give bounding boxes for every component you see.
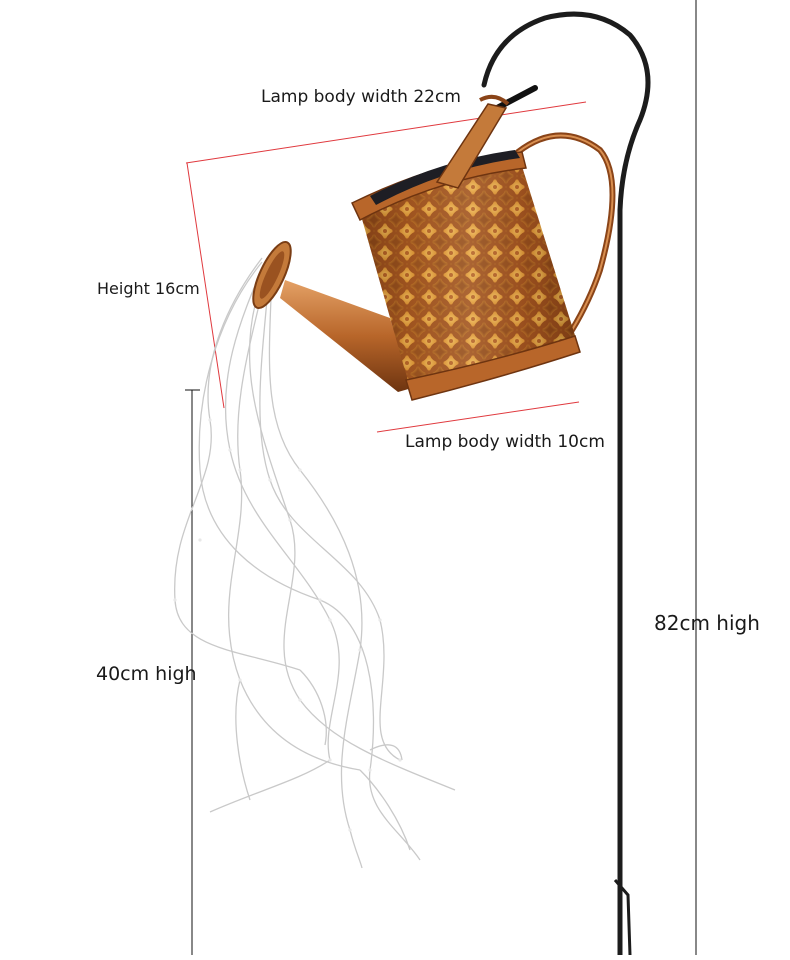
fairy-light-beads [173, 418, 402, 832]
top-width-label: Lamp body width 22cm [261, 87, 461, 107]
top-width-dimension-line [185, 101, 587, 164]
height-label: Height 16cm [97, 279, 200, 298]
watering-can-lamp [252, 94, 616, 401]
height-dimension-line [186, 162, 225, 409]
string-length-label: 40cm high [96, 663, 197, 685]
bottom-width-label: Lamp body width 10cm [405, 432, 605, 452]
total-height-label: 82cm high [654, 611, 760, 635]
fairy-light-strings [174, 257, 456, 869]
shepherd-hook-stake [481, 11, 651, 958]
bottom-width-dimension-line [376, 401, 580, 433]
